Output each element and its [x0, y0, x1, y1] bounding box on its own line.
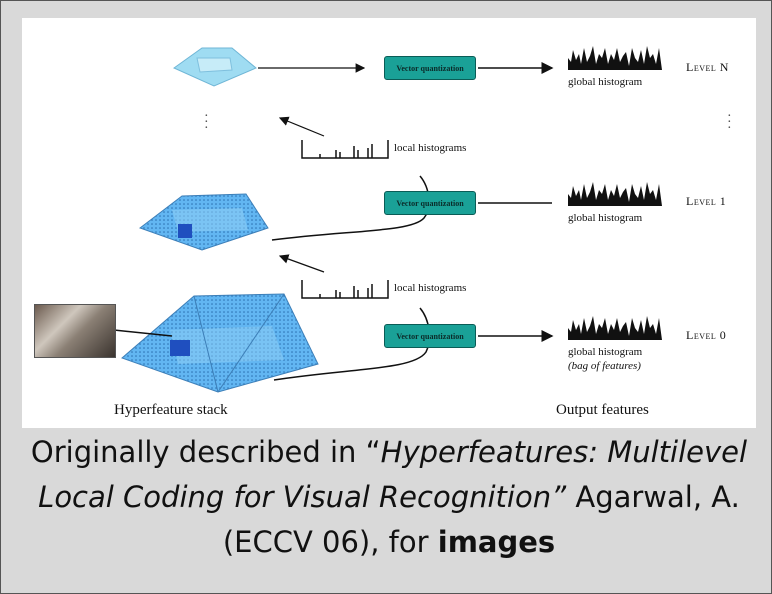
output-features-label: Output features — [556, 402, 649, 418]
diagram-graphics — [113, 46, 662, 393]
caption-paper-title: Hyperfeatures: Multilevel Local Coding f… — [38, 435, 748, 514]
local-histogram-1 — [301, 140, 389, 159]
vq-box-level-0: Vector quantization — [384, 324, 476, 348]
global-histogram-label-0: global histogram — [568, 346, 643, 358]
ellipsis-right: ··· — [727, 109, 732, 136]
global-histogram-level-0 — [568, 316, 662, 340]
slide-caption: Originally described in “Hyperfeatures: … — [22, 430, 756, 565]
local-histograms-label-2: local histograms — [394, 282, 467, 294]
vq-box-level-n: Vector quantization — [384, 56, 476, 80]
caption-bold-images: images — [437, 525, 556, 559]
pyramid-level-1 — [138, 193, 269, 251]
global-histogram-label-n: global histogram — [568, 76, 643, 88]
level-1-label: Level 1 — [686, 194, 727, 208]
global-histogram-label-1: global histogram — [568, 212, 643, 224]
bag-of-features-label: (bag of features) — [568, 360, 641, 372]
global-histogram-level-n — [568, 46, 662, 70]
caption-part1: Originally described in “ — [30, 435, 381, 469]
local-histograms-label-1: local histograms — [394, 142, 467, 154]
caption-part2: Agarwal, A. (ECCV 06), for — [222, 480, 740, 559]
hyperfeature-stack-label: Hyperfeature stack — [114, 402, 228, 418]
pyramid-level-n — [173, 47, 257, 87]
level-0-label: Level 0 — [686, 328, 727, 342]
hyperfeature-diagram: ··· ··· Vector quantization Vector quant… — [22, 18, 756, 428]
vq-box-level-1: Vector quantization — [384, 191, 476, 215]
level-n-label: Level N — [686, 60, 729, 74]
local-histogram-2 — [301, 280, 389, 299]
global-histogram-level-1 — [568, 182, 662, 206]
pyramid-level-0 — [121, 293, 319, 393]
ellipsis-left: ··· — [204, 109, 209, 136]
motorbike-photo — [34, 304, 116, 358]
